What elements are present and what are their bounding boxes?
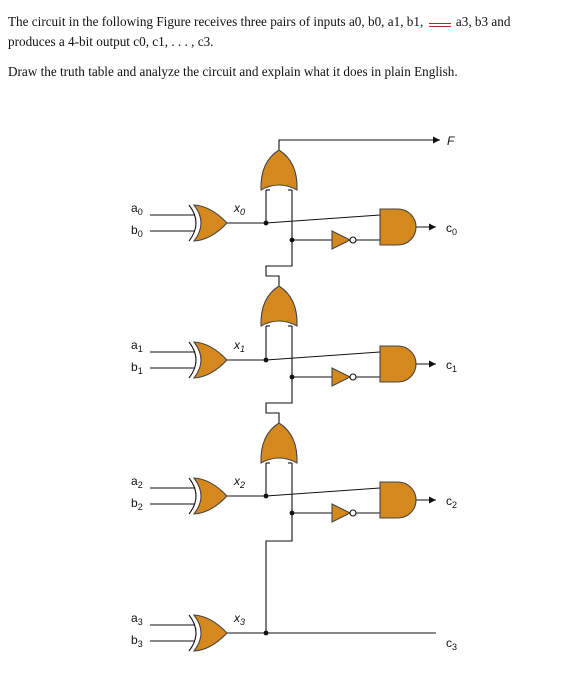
output-f-wire [278, 139, 440, 150]
xor-output-label: x3 [233, 611, 245, 627]
or-gate [260, 285, 298, 327]
chain-wire [265, 326, 293, 423]
junction-dot [289, 374, 295, 380]
and-gate [379, 208, 417, 246]
and-top-input-wire [265, 214, 381, 224]
xor-gate-extra-curve [188, 614, 197, 652]
and-top-input-wire [265, 351, 381, 361]
gates [188, 149, 417, 652]
output-c-label: c1 [446, 358, 457, 374]
xor-gate [192, 477, 228, 515]
input-label-a: a0 [131, 201, 143, 217]
input-label-b: b2 [131, 496, 143, 512]
xor-output-label: x1 [233, 338, 245, 354]
question-line-1: The circuit in the following Figure rece… [8, 14, 510, 30]
chain-wire [265, 190, 293, 286]
and-top-input-wire [265, 487, 381, 497]
xor-output-label: x0 [233, 201, 245, 217]
junction-dot [263, 220, 269, 226]
question-line-1-part-2: a3, b3 and [455, 14, 511, 29]
output-c-label: c3 [446, 636, 457, 652]
output-f-label: F [447, 134, 455, 148]
junction-dot [289, 237, 295, 243]
not-gate [331, 367, 352, 387]
input-label-a: a2 [131, 474, 143, 490]
junction-dot [289, 510, 295, 516]
question-line-3: Draw the truth table and analyze the cir… [8, 64, 458, 79]
and-gate [379, 481, 417, 519]
labels: a0 b0 x0 a1 b1 x1 a2 b2 x2 a3 b3 x3 Fc0 c1 c2 c3 [131, 134, 457, 652]
xor-output-label: x2 [233, 474, 245, 490]
xor-gate-extra-curve [188, 477, 197, 515]
question-line-1-part-1: The circuit in the following Figure rece… [8, 14, 424, 29]
output-c-arrow [429, 496, 436, 504]
output-c-label: c2 [446, 494, 457, 510]
xor-gate-extra-curve [188, 341, 197, 379]
xor-gate [192, 204, 228, 242]
not-gate [331, 503, 352, 523]
output-c-arrow [429, 223, 436, 231]
or-gate [260, 422, 298, 464]
xor-gate [192, 341, 228, 379]
not-gate-bubble [349, 236, 357, 244]
junction-dot [263, 630, 269, 636]
and-gate [379, 345, 417, 383]
input-label-b: b3 [131, 633, 143, 649]
x3-up-wire [265, 513, 293, 633]
output-c-label: c0 [446, 221, 457, 237]
output-f-arrow [433, 136, 440, 144]
xor-gate [192, 614, 228, 652]
wires [150, 136, 440, 642]
output-c-arrow [429, 360, 436, 368]
xor-gate-extra-curve [188, 204, 197, 242]
not-gate-bubble [349, 509, 357, 517]
not-gate [331, 230, 352, 250]
input-label-b: b1 [131, 360, 143, 376]
question-line-2: produces a 4-bit output c0, c1, . . . , … [8, 34, 214, 49]
or-gate [260, 149, 298, 191]
input-label-a: a1 [131, 338, 143, 354]
not-gate-bubble [349, 373, 357, 381]
junction-dot [263, 357, 269, 363]
input-label-a: a3 [131, 611, 143, 627]
junction-dot [263, 493, 269, 499]
input-label-b: b0 [131, 223, 143, 239]
missing-symbol-underline [427, 15, 453, 29]
junction-dots [263, 220, 295, 636]
